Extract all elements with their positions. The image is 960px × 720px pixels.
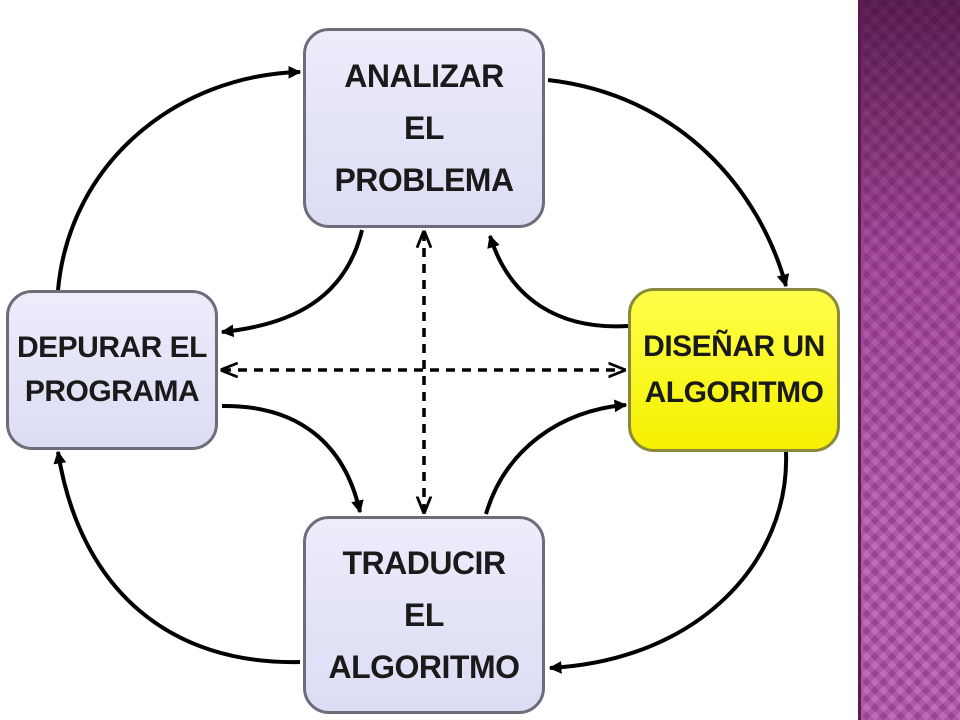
edge-traducir-to-disenar xyxy=(484,399,628,515)
node-label-line: ALGORITMO xyxy=(644,376,824,409)
decorative-side-panel xyxy=(858,0,960,720)
node-analizar-el-problema: ANALIZAR EL PROBLEMA xyxy=(303,28,545,228)
node-label-line: PROGRAMA xyxy=(24,375,200,408)
edge-depurar-to-analizar xyxy=(56,65,302,291)
node-label-line: EL xyxy=(404,110,444,146)
node-label-line: ANALIZAR xyxy=(344,58,504,94)
side-panel-divider xyxy=(858,0,861,720)
node-depurar-el-programa: DEPURAR EL PROGRAMA xyxy=(6,290,218,450)
edge-analizar-to-depurar xyxy=(220,229,364,338)
node-label-line: DEPURAR EL xyxy=(16,331,208,364)
edge-disenar-to-traducir xyxy=(548,451,789,674)
node-label-line: ALGORITMO xyxy=(328,649,520,685)
node-label-line: TRADUCIR xyxy=(342,545,506,581)
edge-depurar-to-traducir xyxy=(221,403,364,514)
node-traducir-el-algoritmo: TRADUCIR EL ALGORITMO xyxy=(303,516,545,714)
edge-disenar-to-analizar xyxy=(487,234,629,329)
node-label-line: DISEÑAR UN xyxy=(643,330,825,363)
edge-traducir-to-depurar xyxy=(53,450,301,665)
node-label-line: PROBLEMA xyxy=(334,162,514,198)
node-label-line: EL xyxy=(404,597,444,633)
edge-analizar-to-disenar xyxy=(547,78,790,288)
node-disenar-un-algoritmo: DISEÑAR UN ALGORITMO xyxy=(628,288,840,452)
